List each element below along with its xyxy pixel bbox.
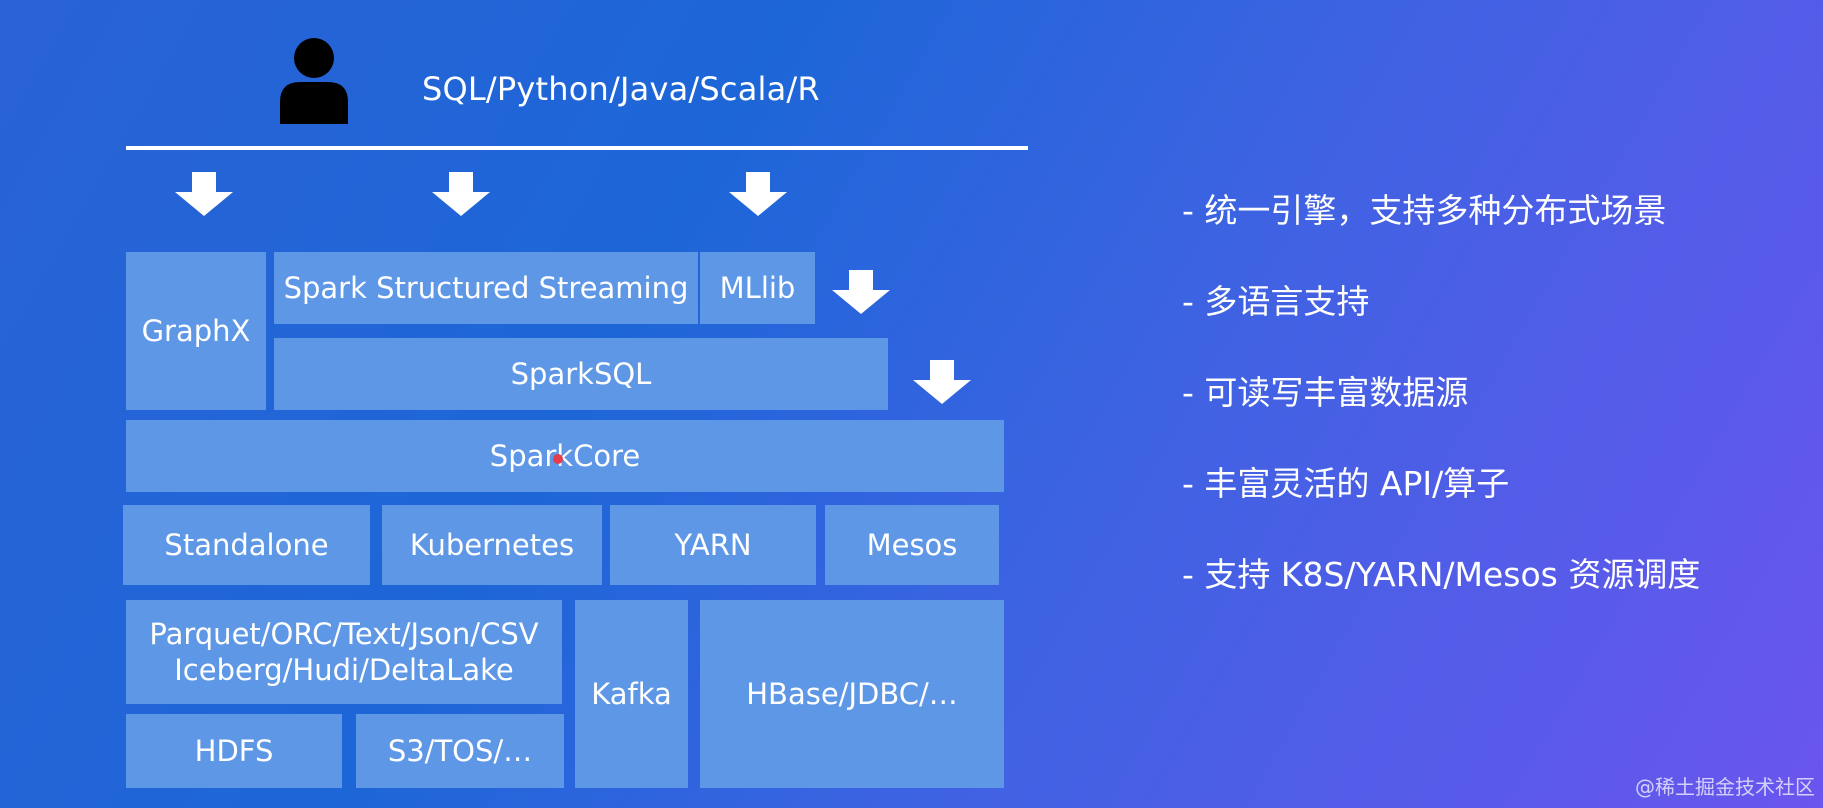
- kubernetes-block: Kubernetes: [382, 505, 602, 585]
- mllib-block: MLlib: [700, 252, 815, 324]
- feature-list: - 统一引擎，支持多种分布式场景 - 多语言支持 - 可读写丰富数据源 - 丰富…: [1182, 186, 1802, 641]
- down-arrow-icon: [832, 270, 890, 314]
- watermark: @稀土掘金技术社区: [1635, 775, 1815, 799]
- divider-line: [126, 146, 1028, 150]
- user-icon: [276, 36, 352, 124]
- feature-item: - 多语言支持: [1182, 282, 1370, 321]
- feature-item: - 可读写丰富数据源: [1182, 373, 1469, 412]
- down-arrow-icon: [175, 172, 233, 216]
- yarn-block: YARN: [610, 505, 816, 585]
- sparksql-block: SparkSQL: [274, 338, 888, 410]
- feature-item: - 支持 K8S/YARN/Mesos 资源调度: [1182, 555, 1701, 594]
- down-arrow-icon: [432, 172, 490, 216]
- hbase-jdbc-block: HBase/JDBC/…: [700, 600, 1004, 788]
- s3-tos-block: S3/TOS/…: [356, 714, 564, 788]
- structured-streaming-block: Spark Structured Streaming: [274, 252, 698, 324]
- mesos-block: Mesos: [825, 505, 999, 585]
- graphx-block: GraphX: [126, 252, 266, 410]
- kafka-block: Kafka: [575, 600, 688, 788]
- feature-item: - 丰富灵活的 API/算子: [1182, 464, 1510, 503]
- languages-label: SQL/Python/Java/Scala/R: [422, 70, 820, 108]
- standalone-block: Standalone: [123, 505, 370, 585]
- cursor-dot: [553, 454, 563, 464]
- sparkcore-block: SparkCore: [126, 420, 1004, 492]
- down-arrow-icon: [913, 360, 971, 404]
- hdfs-block: HDFS: [126, 714, 342, 788]
- down-arrow-icon: [729, 172, 787, 216]
- file-formats-block: Parquet/ORC/Text/Json/CSV Iceberg/Hudi/D…: [126, 600, 562, 704]
- feature-item: - 统一引擎，支持多种分布式场景: [1182, 191, 1667, 230]
